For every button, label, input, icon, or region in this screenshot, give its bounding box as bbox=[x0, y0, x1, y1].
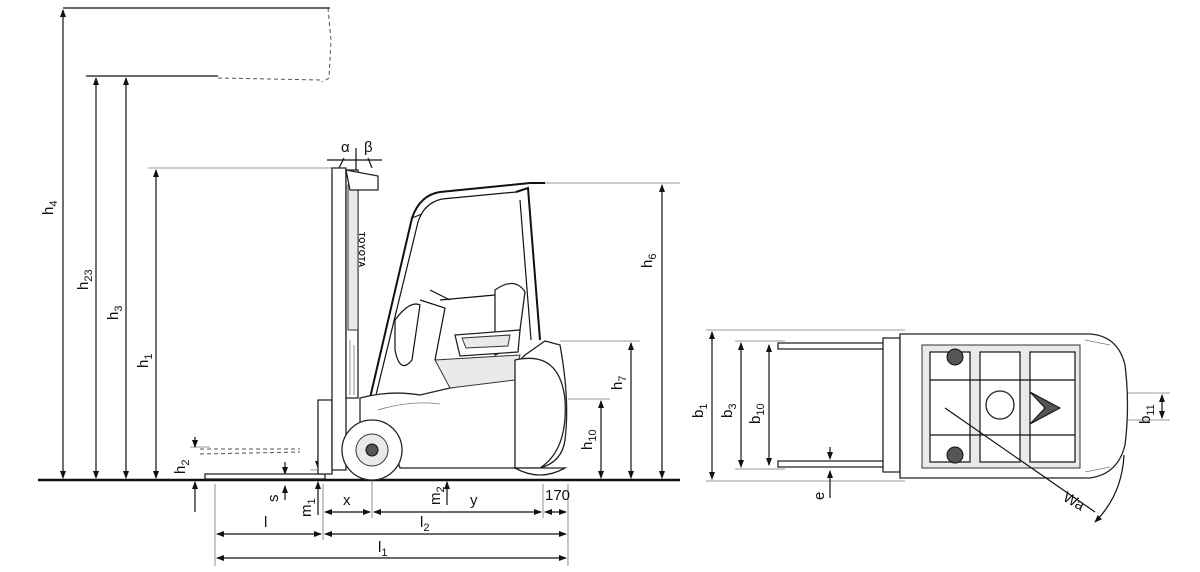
fork-bottom bbox=[777, 460, 896, 468]
label-s: s bbox=[265, 495, 282, 503]
rear-wheel bbox=[512, 467, 568, 476]
tilt-angle-marks bbox=[327, 148, 382, 172]
label-l2: l2 bbox=[420, 514, 429, 534]
label-b10: b10 bbox=[747, 403, 767, 424]
label-e: e bbox=[811, 492, 828, 500]
label-h23: h23 bbox=[75, 269, 95, 290]
label-h3: h3 bbox=[105, 306, 125, 320]
label-alpha: α bbox=[341, 139, 350, 156]
label-b3: b3 bbox=[719, 404, 739, 418]
label-170: 170 bbox=[545, 487, 570, 504]
wa-radius-line bbox=[944, 407, 1096, 513]
label-h2: h2 bbox=[172, 460, 192, 474]
label-l1: l1 bbox=[378, 539, 387, 559]
label-h4: h4 bbox=[40, 201, 60, 215]
label-beta: β bbox=[364, 139, 373, 156]
wa-arc bbox=[1094, 454, 1125, 523]
brand-text: TOYOTA bbox=[357, 232, 366, 268]
label-h1: h1 bbox=[135, 354, 155, 368]
label-b11: b11 bbox=[1137, 404, 1157, 424]
label-h10: h10 bbox=[579, 429, 599, 450]
truck-body bbox=[359, 340, 568, 469]
mast: TOYOTA bbox=[331, 167, 379, 471]
label-x: x bbox=[343, 492, 351, 509]
label-b1: b1 bbox=[690, 404, 710, 418]
carriage bbox=[882, 337, 901, 473]
seat-and-steering bbox=[394, 282, 526, 367]
front-wheel bbox=[341, 419, 403, 481]
raised-fork-outline bbox=[63, 7, 332, 83]
label-h6: h6 bbox=[639, 254, 659, 268]
top-view: b1 b3 b10 b11 e Wa bbox=[690, 329, 1170, 523]
fork bbox=[199, 399, 333, 480]
side-view: TOYOTA bbox=[38, 7, 680, 566]
fork-top bbox=[777, 342, 896, 350]
label-l: l bbox=[264, 514, 267, 531]
truck-top-outline bbox=[899, 333, 1129, 479]
label-m1: m1 bbox=[298, 498, 318, 517]
label-wa: Wa bbox=[1060, 489, 1088, 515]
overhead-guard bbox=[369, 182, 545, 399]
label-h7: h7 bbox=[609, 376, 629, 390]
label-y: y bbox=[470, 492, 478, 509]
label-m2: m2 bbox=[427, 486, 447, 505]
